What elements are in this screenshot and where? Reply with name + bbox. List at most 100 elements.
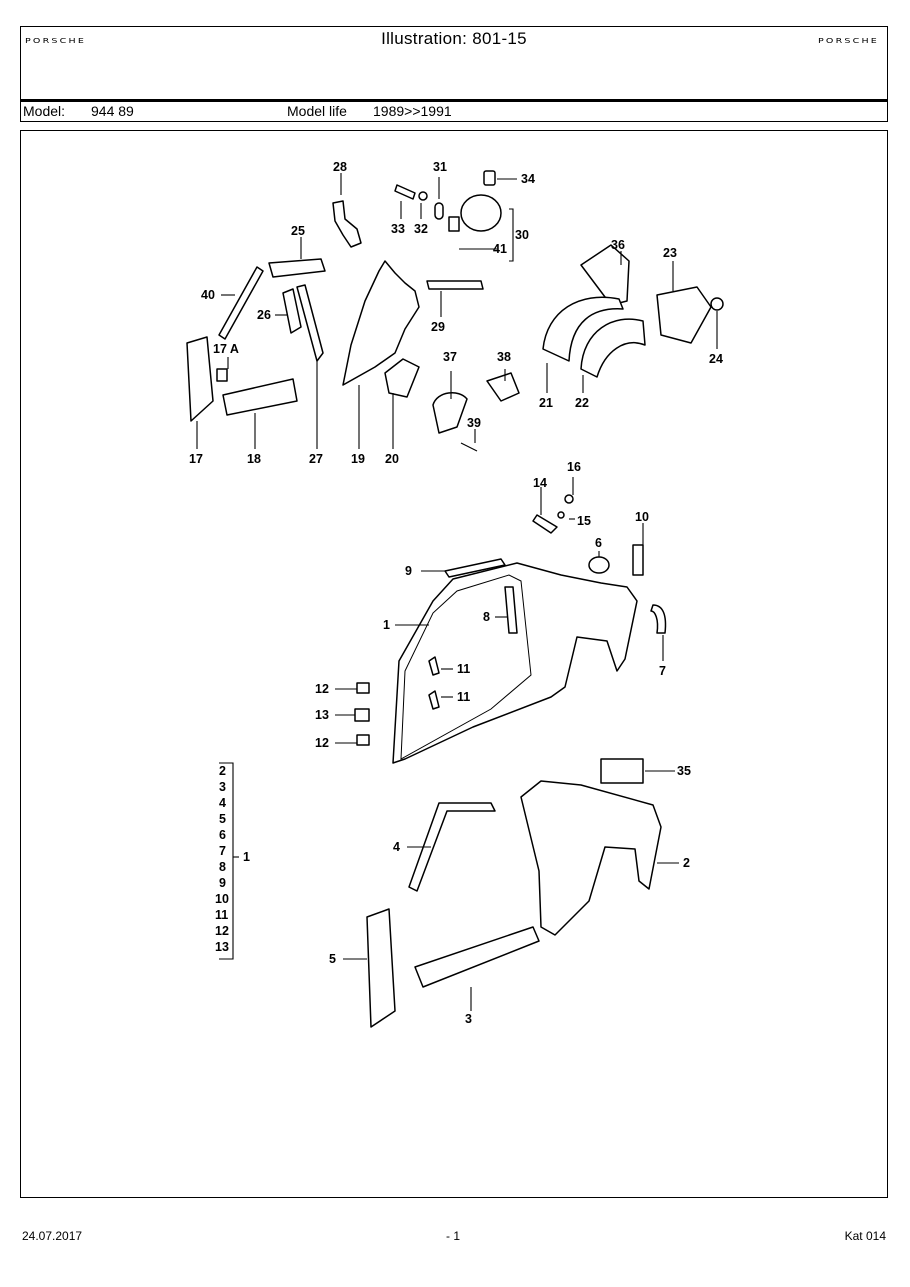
part-8-seal [504, 586, 518, 634]
callout-33: 33 [391, 222, 405, 236]
part-32-washer [418, 191, 428, 201]
callout-38: 38 [497, 350, 511, 364]
part-7-arch-trim [650, 604, 667, 634]
footer-catalog: Kat 014 [844, 1229, 886, 1243]
part-35-grille [600, 758, 644, 784]
callout-11-lower: 11 [457, 690, 470, 704]
kit-item-2: 2 [219, 764, 226, 778]
part-11-clip-upper [428, 656, 440, 676]
kit-item-13: 13 [215, 940, 229, 954]
callout-6: 6 [595, 536, 602, 550]
model-life-label: Model life [287, 103, 347, 119]
callout-13: 13 [315, 708, 329, 722]
part-22-wheel-housing [580, 318, 646, 378]
callout-40: 40 [201, 288, 215, 302]
kit-item-12: 12 [215, 924, 229, 938]
header-box: PORSCHE Illustration: 801-15 PORSCHE Mod… [20, 26, 888, 122]
porsche-logo-right: PORSCHE [817, 37, 879, 45]
part-27-post [296, 284, 324, 362]
kit-item-5: 5 [219, 812, 226, 826]
part-38-bracket [486, 372, 520, 402]
callout-12-upper: 12 [315, 682, 329, 696]
part-18-sill [222, 378, 298, 416]
part-30-fuel-flap [460, 194, 502, 232]
part-39-screw [460, 442, 478, 452]
part-41-hinge [448, 216, 460, 232]
kit-item-9: 9 [219, 876, 226, 890]
callout-12-lower: 12 [315, 736, 329, 750]
kit-item-6: 6 [219, 828, 226, 842]
callout-11-upper: 11 [457, 662, 470, 676]
callout-37: 37 [443, 350, 457, 364]
part-16-bolt [564, 494, 574, 504]
leader-lines [196, 173, 718, 1011]
part-40-strip [218, 266, 264, 340]
illustration-frame: 28 31 34 33 32 30 41 25 36 23 40 26 29 1… [20, 130, 888, 1198]
callout-labels: 28 31 34 33 32 30 41 25 36 23 40 26 29 1… [189, 160, 723, 1026]
part-28-bracket [332, 200, 362, 248]
callout-14: 14 [533, 476, 547, 490]
callout-25: 25 [291, 224, 305, 238]
callout-16: 16 [567, 460, 581, 474]
model-row: Model: 944 89 Model life 1989>>1991 [21, 102, 887, 121]
kit-item-4: 4 [219, 796, 226, 810]
part-37-shield [432, 392, 468, 434]
porsche-logo-left: PORSCHE [25, 37, 87, 45]
kit-bracket [219, 762, 234, 960]
model-value: 944 89 [91, 103, 134, 119]
callout-26: 26 [257, 308, 271, 322]
part-17a-clip [216, 368, 228, 382]
part-12-clip-lower [356, 734, 370, 746]
part-10-profile [632, 544, 644, 576]
part-36-bracket [580, 244, 630, 306]
footer-date: 24.07.2017 [22, 1229, 83, 1243]
part-20-box [384, 358, 420, 398]
callout-15: 15 [577, 514, 591, 528]
callout-3: 3 [465, 1012, 472, 1026]
part-6-cap [588, 556, 610, 574]
part-34-grommet [483, 170, 496, 186]
callout-17a: 17 A [213, 342, 239, 356]
kit-list: 2 3 4 5 6 7 8 9 10 11 12 13 1 [215, 764, 250, 954]
part-15-nut [557, 511, 565, 519]
callout-20: 20 [385, 452, 399, 466]
callout-5: 5 [329, 952, 336, 966]
parts-exploded-diagram: 28 31 34 33 32 30 41 25 36 23 40 26 29 1… [186, 160, 724, 1028]
part-5-a-pillar [366, 908, 396, 1028]
model-label: Model: [23, 103, 66, 119]
part-17-pillar [186, 336, 214, 422]
part-31-clip [434, 202, 444, 220]
callout-30: 30 [515, 228, 529, 242]
part-24-plug [710, 297, 724, 311]
door-opening-outline [400, 574, 532, 760]
part-13-clip [354, 708, 370, 722]
part-9-trim [444, 558, 506, 578]
part-14-hinge [532, 514, 558, 534]
part-12-clip-upper [356, 682, 370, 694]
callout-19: 19 [351, 452, 365, 466]
callout-4: 4 [393, 840, 400, 854]
callout-28: 28 [333, 160, 347, 174]
callout-17: 17 [189, 452, 203, 466]
callout-8: 8 [483, 610, 490, 624]
illustration-title: Illustration: 801-15 [381, 29, 527, 48]
callout-29: 29 [431, 320, 445, 334]
callout-24: 24 [709, 352, 723, 366]
part-23-panel [656, 286, 712, 344]
part-21-wheel-housing [542, 296, 624, 362]
kit-item-11: 11 [215, 908, 228, 922]
callout-31: 31 [433, 160, 447, 174]
callout-35: 35 [677, 764, 691, 778]
part-19-inner-panel [342, 260, 420, 386]
part-25-rail [268, 258, 326, 278]
kit-item-7: 7 [219, 844, 226, 858]
footer-page: - 1 [446, 1229, 461, 1243]
kit-parent-1: 1 [243, 850, 250, 864]
callout-9: 9 [405, 564, 412, 578]
callout-41: 41 [493, 242, 507, 256]
callout-7: 7 [659, 664, 666, 678]
callout-36: 36 [611, 238, 625, 252]
header-divider [21, 99, 887, 102]
part-2-rear-quarter-panel [520, 780, 662, 936]
callout-32: 32 [414, 222, 428, 236]
